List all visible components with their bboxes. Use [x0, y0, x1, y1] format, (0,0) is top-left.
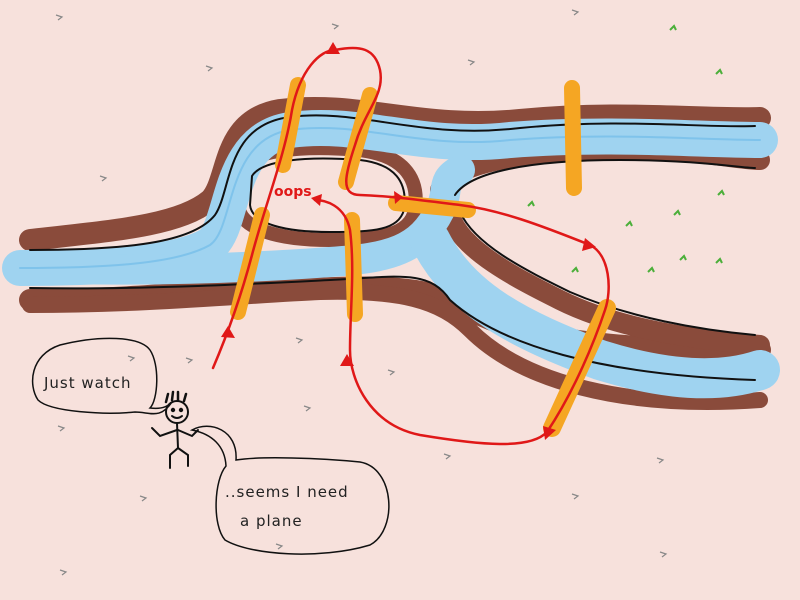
- stick-figure: [151, 390, 199, 469]
- speech-bottom-text-line1: ..seems I need: [225, 483, 349, 501]
- river: [2, 109, 780, 399]
- speech-bottom-text-line2: a plane: [240, 512, 303, 530]
- speech-bubble-top: [31, 337, 173, 415]
- pebbles: [55, 9, 668, 576]
- bridge-6: [388, 195, 476, 218]
- grass: [527, 24, 725, 273]
- bridge-5: [344, 212, 363, 322]
- walking-path: [211, 46, 610, 446]
- path-arrows: [221, 42, 596, 440]
- oops-label: oops: [274, 184, 312, 200]
- bridge-3: [564, 80, 582, 196]
- speech-bubble-bottom: [189, 425, 390, 555]
- speech-top-text: Just watch: [43, 374, 132, 392]
